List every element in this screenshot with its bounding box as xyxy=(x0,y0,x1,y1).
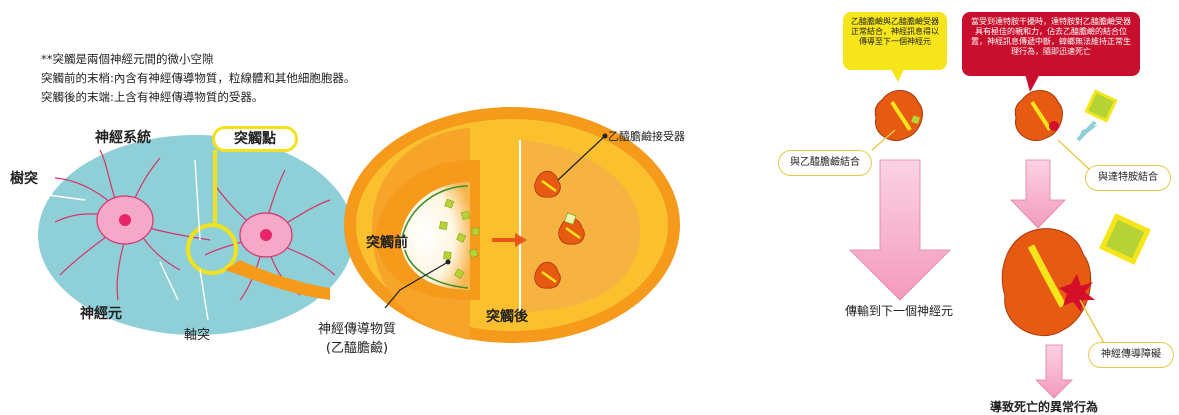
toxin-arrow-1 xyxy=(1010,159,1066,229)
dinotefuran-molecule-small xyxy=(1084,89,1118,123)
label-neuron: 神經元 xyxy=(80,306,122,322)
receptor-toxin xyxy=(1014,90,1063,141)
label-axon: 軸突 xyxy=(184,328,211,343)
note-line-2: 突觸前的末梢:內含有神經傳導物質，粒線體和其他細胞胞器。 xyxy=(41,71,356,85)
nucleus-left xyxy=(119,214,131,226)
bubble-bind-dinotefuran: 與達特胺結合 xyxy=(1085,165,1171,191)
label-synapse-point: 突觸點 xyxy=(212,126,298,152)
toxin-arrow-2 xyxy=(1035,344,1073,399)
release-arrow xyxy=(492,233,527,247)
bubble-conduction-block: 神經傳導障礙 xyxy=(1088,342,1174,368)
zoom-connector xyxy=(225,260,330,300)
receptor-group xyxy=(534,170,585,289)
callout-normal: 乙醯膽鹼與乙醯膽鹼受器正常結合，神經訊息得以傳導至下一個神經元 xyxy=(843,12,947,70)
note-line-3: 突觸後的末端:上含有神經傳導物質的受器。 xyxy=(41,90,264,104)
label-dendrite: 樹突 xyxy=(10,171,38,187)
dinotefuran-molecule-large xyxy=(1099,213,1151,265)
label-postsynaptic: 突觸後 xyxy=(486,309,528,325)
transmitter-pointer xyxy=(384,261,449,309)
label-transmitter-line2: (乙醯膽鹼) xyxy=(325,341,389,356)
label-death: 導致死亡的異常行為 xyxy=(990,400,1099,414)
transmitter-molecules xyxy=(439,198,480,279)
receptor-pointer xyxy=(557,135,606,181)
label-transmitter: 神經傳導物質 (乙醯膽鹼) xyxy=(302,318,412,356)
normal-arrow xyxy=(849,159,951,301)
label-receptor: 乙醯膽鹼接受器 xyxy=(608,130,685,143)
label-nervous-system: 神經系統 xyxy=(95,130,151,146)
label-presynaptic: 突觸前 xyxy=(366,235,408,251)
receptor-blocked xyxy=(1001,228,1095,337)
note-line-1: **突觸是兩個神經元間的微小空隙 xyxy=(41,52,214,66)
callout-toxin: 當受到達特胺干擾時，達特胺對乙醯膽鹼受器具有極佳的親和力，佔去乙醯膽鹼的結合位置… xyxy=(962,12,1140,76)
synapse-circle xyxy=(186,223,238,275)
synapse-note: **突觸是兩個神經元間的微小空隙 突觸前的末梢:內含有神經傳導物質，粒線體和其他… xyxy=(41,50,355,107)
bubble-bind-ach: 與乙醯膽鹼結合 xyxy=(778,150,872,176)
label-transmitter-line1: 神經傳導物質 xyxy=(317,322,396,337)
nucleus-right xyxy=(260,229,272,241)
receptor-normal xyxy=(874,90,923,141)
label-transmit-next: 傳輸到下一個神經元 xyxy=(845,304,954,318)
